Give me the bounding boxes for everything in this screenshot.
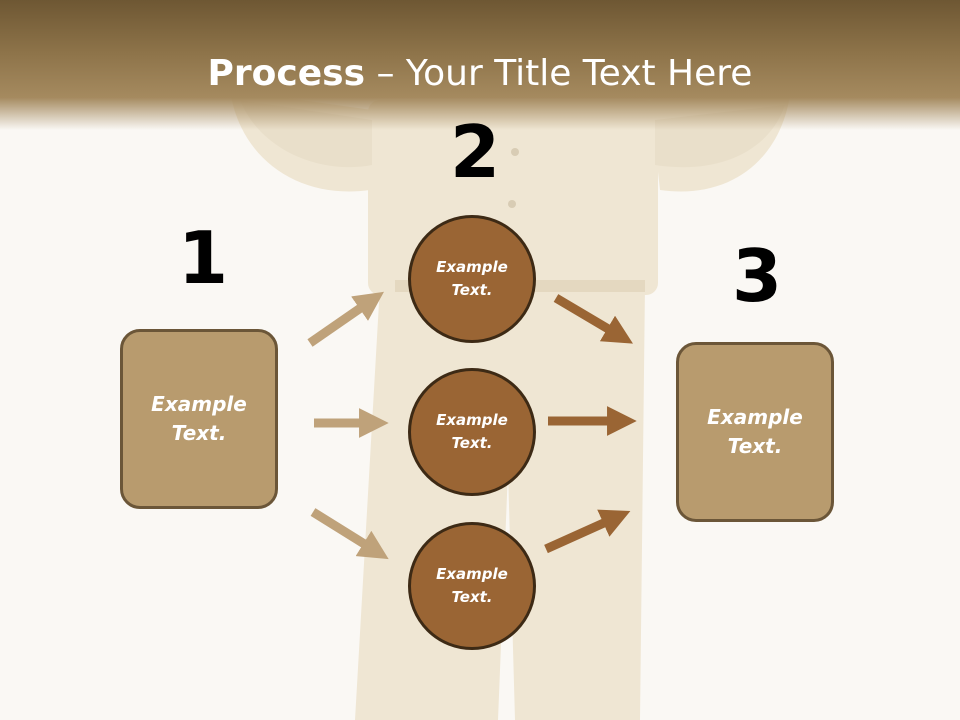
circle-bottom: Example Text. [408,522,536,650]
right-box-text: Example Text. [707,405,803,458]
circle-top: Example Text. [408,215,536,343]
left-box: Example Text. [120,329,278,509]
circle-bottom-text: Example Text. [436,565,508,606]
right-box: Example Text. [676,342,834,522]
circle-top-text: Example Text. [436,258,508,299]
slide-title: Process – Your Title Text Here [0,52,960,96]
header-band [0,0,960,130]
arrow-left-to-top [307,291,384,347]
arrow-left-to-bottom [310,508,389,560]
title-rest: – Your Title Text Here [365,53,753,94]
step-number-2: 2 [450,110,501,194]
title-bold: Process [207,53,366,94]
step-number-3: 3 [732,234,783,318]
circle-middle: Example Text. [408,368,536,496]
arrow-bottom-to-right [544,509,631,554]
left-box-text: Example Text. [151,392,247,445]
circle-middle-text: Example Text. [436,411,508,452]
arrow-top-to-right [553,294,633,344]
step-number-1: 1 [178,216,229,300]
